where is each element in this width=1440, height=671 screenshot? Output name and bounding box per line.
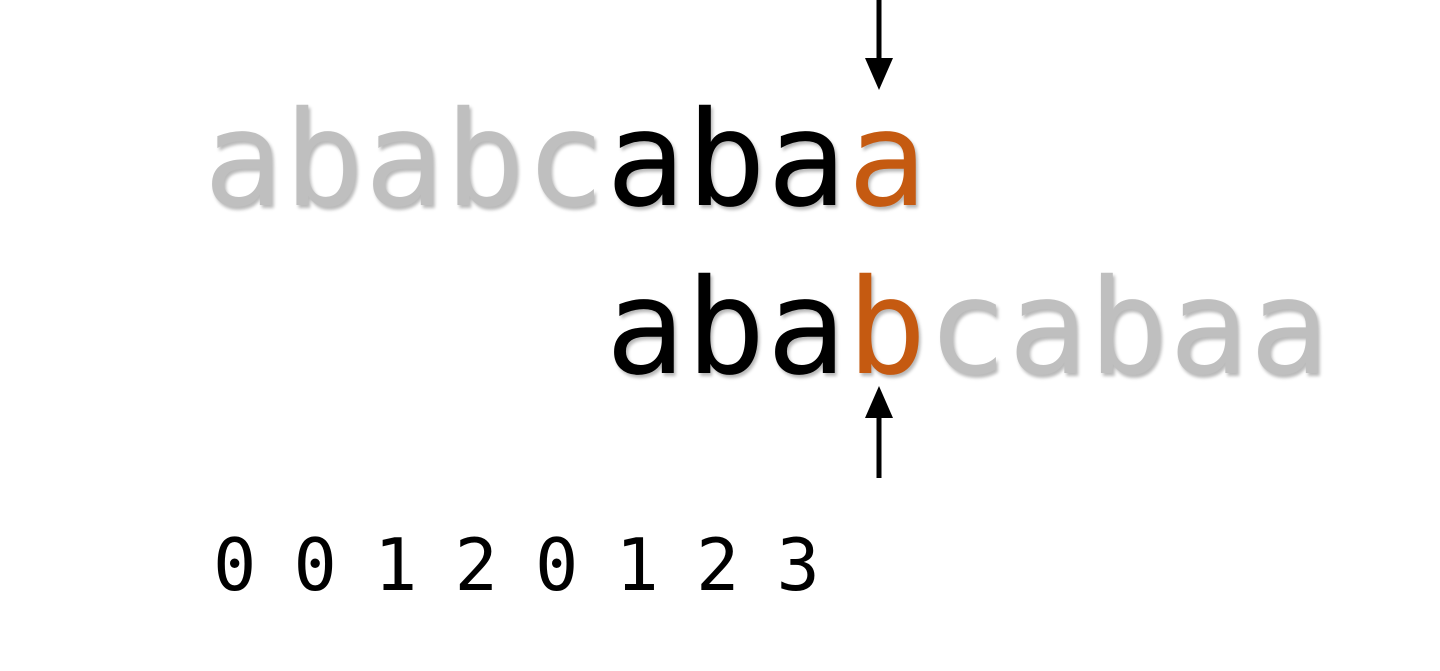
text-char: a (364, 83, 444, 237)
lps-value: 1 (615, 523, 659, 607)
pattern-char: a (1169, 251, 1249, 405)
text-char: b (686, 83, 766, 237)
pattern-char: a (1249, 251, 1329, 405)
down-arrow-icon (865, 0, 893, 90)
lps-value: 0 (535, 523, 579, 607)
text-string: ababcabaa (203, 90, 928, 230)
text-char: a (767, 83, 847, 237)
text-char: a (847, 83, 927, 237)
lps-value: 0 (293, 523, 337, 607)
lps-value: 0 (213, 523, 257, 607)
text-char: a (606, 83, 686, 237)
lps-value: 1 (374, 523, 418, 607)
lps-value: 3 (776, 523, 820, 607)
pattern-char: a (766, 251, 846, 405)
text-char: b (284, 83, 364, 237)
lps-value: 2 (454, 523, 498, 607)
pattern-char: b (847, 251, 927, 405)
pattern-char: a (1008, 251, 1088, 405)
pattern-char: c (927, 251, 1007, 405)
up-arrow-icon (865, 386, 893, 478)
text-char: b (445, 83, 525, 237)
pattern-string: ababcabaa (605, 258, 1330, 398)
lps-value: 2 (696, 523, 740, 607)
pattern-char: b (686, 251, 766, 405)
pattern-char: a (605, 251, 685, 405)
text-char: a (203, 83, 283, 237)
text-char: c (525, 83, 605, 237)
pattern-char: b (1088, 251, 1168, 405)
